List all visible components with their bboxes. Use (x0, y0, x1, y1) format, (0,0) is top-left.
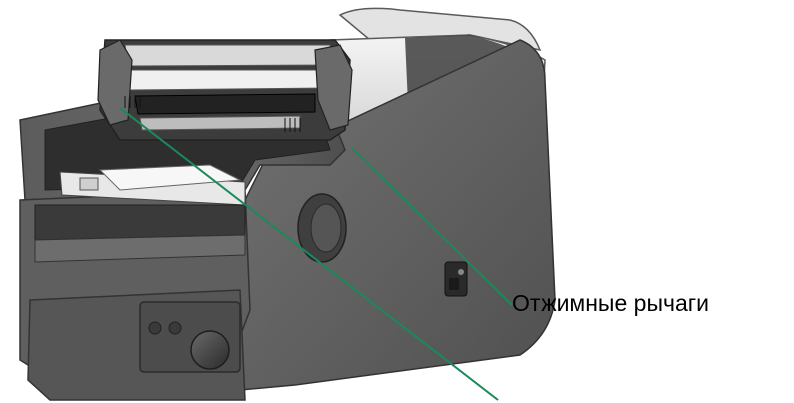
print-head-assembly (97, 39, 353, 141)
leader-line-lever-left (119, 107, 499, 401)
media-roll (34, 164, 246, 263)
leader-line-lever-right (351, 147, 513, 306)
side-knob (297, 193, 347, 263)
power-switch (444, 261, 468, 297)
callout-label-release-levers: Отжимные рычаги (512, 290, 709, 316)
